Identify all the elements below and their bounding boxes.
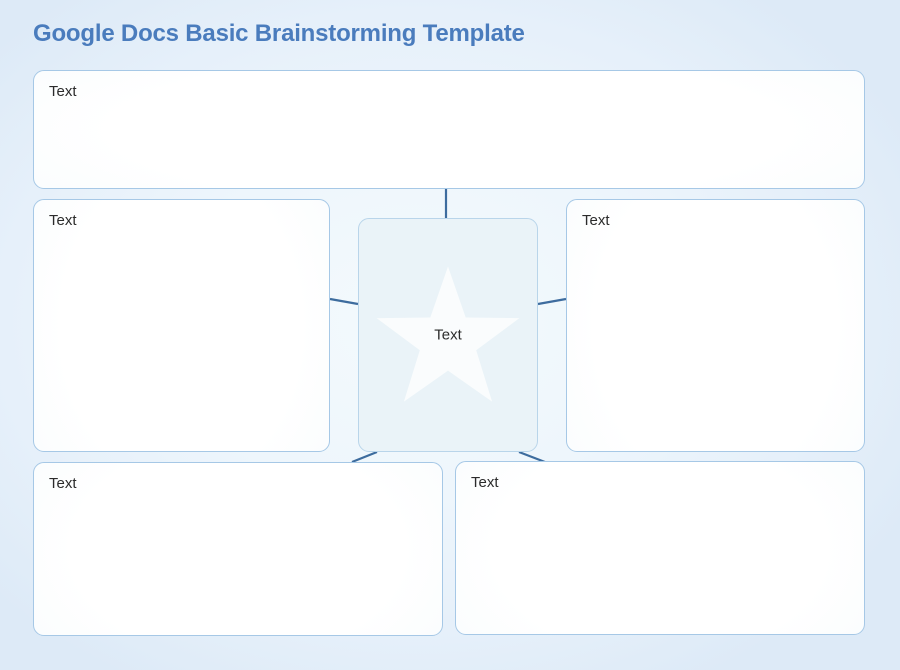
center-node-label: Text xyxy=(434,326,462,344)
branch-bottom-left-label: Text xyxy=(49,475,77,492)
star-icon xyxy=(376,266,520,402)
branch-middle-right[interactable]: Text xyxy=(566,199,865,452)
branch-bottom-right[interactable]: Text xyxy=(455,461,865,635)
branch-middle-left[interactable]: Text xyxy=(33,199,330,452)
connector-right xyxy=(537,297,567,306)
branch-bottom-right-label: Text xyxy=(471,474,499,491)
connector-left xyxy=(329,297,359,306)
branch-top-label: Text xyxy=(49,83,77,100)
branch-middle-left-label: Text xyxy=(49,212,77,229)
branch-middle-right-label: Text xyxy=(582,212,610,229)
center-node[interactable]: Text xyxy=(358,218,538,452)
page-title: Google Docs Basic Brainstorming Template xyxy=(33,20,525,47)
connector-bottom-left xyxy=(351,450,378,464)
branch-top[interactable]: Text xyxy=(33,70,865,189)
branch-bottom-left[interactable]: Text xyxy=(33,462,443,636)
